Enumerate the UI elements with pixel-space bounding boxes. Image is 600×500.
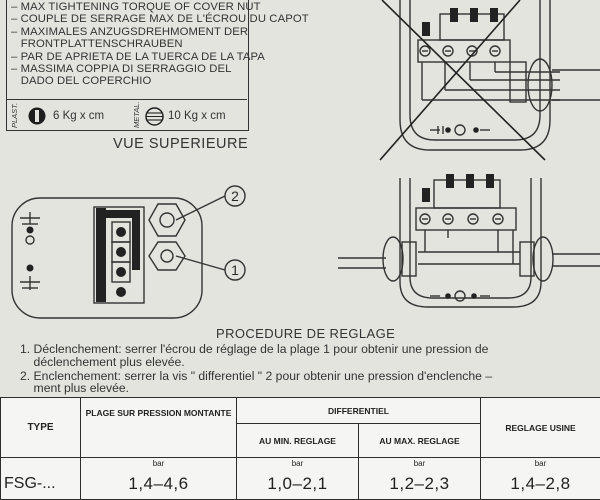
torque-line: – COUPLE DE SERRAGE MAX DE L'ÉCROU DU CA… bbox=[11, 13, 309, 26]
procedure-step: ment plus elevée. bbox=[20, 381, 130, 395]
torque-line: DADO DEL COPERCHIO bbox=[11, 75, 152, 88]
procedure-step: déclenchement plus elevée. bbox=[20, 355, 185, 369]
torque-spec-text: – MAX TIGHTENING TORQUE OF COVER NUT – C… bbox=[11, 1, 309, 88]
procedure-title: PROCEDURE DE REGLAGE bbox=[216, 326, 396, 341]
unit-label: bar bbox=[357, 457, 482, 470]
metal-torque-value: 10 Kg x cm bbox=[168, 110, 226, 122]
type-unit-cell bbox=[0, 457, 81, 470]
model-cell: FSG-... bbox=[0, 469, 81, 500]
torque-line: – PAR DE APRIETA DE LA TUERCA DE LA TAPA bbox=[11, 50, 265, 63]
type-header: TYPE bbox=[0, 397, 81, 458]
incorrect-wiring-diagram bbox=[379, 0, 600, 161]
min-value: 1,0–2,1 bbox=[236, 469, 359, 500]
differential-header: DIFFERENTIEL bbox=[235, 397, 482, 424]
metal-nut-icon bbox=[145, 107, 164, 126]
max-value: 1,2–2,3 bbox=[357, 469, 482, 500]
torque-line: – MAXIMALES ANZUGSDREHMOMENT DER bbox=[11, 25, 249, 38]
callout-1-label: 1 bbox=[231, 262, 239, 278]
torque-spec-box: – MAX TIGHTENING TORQUE OF COVER NUT – C… bbox=[6, 0, 309, 131]
unit-label: bar bbox=[80, 457, 237, 470]
max-setting-header: AU MAX. REGLAGE bbox=[357, 423, 482, 458]
correct-wiring-diagram bbox=[338, 174, 600, 308]
unit-label: bar bbox=[480, 457, 600, 470]
plastic-tag: PLAST. bbox=[10, 102, 19, 128]
metal-tag: METAL. bbox=[132, 101, 141, 128]
callout-2-label: 2 bbox=[231, 188, 239, 204]
torque-line: – MASSIMA COPPIA DI SERRAGGIO DEL bbox=[11, 63, 232, 76]
plastic-nut-icon bbox=[28, 107, 46, 125]
unit-label: bar bbox=[236, 457, 359, 470]
settings-table: TYPE PLAGE SUR PRESSION MONTANTE DIFFERE… bbox=[0, 397, 600, 500]
procedure-step: 2. Enclenchement: serrer la vis " differ… bbox=[20, 369, 493, 383]
range-value: 1,4–4,6 bbox=[80, 469, 237, 500]
view-caption: VUE SUPERIEURE bbox=[113, 136, 249, 152]
factory-setting-header: REGLAGE USINE bbox=[480, 397, 600, 458]
plastic-torque-value: 6 Kg x cm bbox=[53, 110, 105, 122]
torque-divider bbox=[7, 99, 247, 100]
pressure-switch-top-view bbox=[11, 185, 246, 319]
factory-value: 1,4–2,8 bbox=[480, 469, 600, 500]
procedure-step: 1. Déclenchement: serrer l'écrou de régl… bbox=[20, 342, 489, 356]
range-header: PLAGE SUR PRESSION MONTANTE bbox=[80, 397, 237, 458]
torque-line: FRONTPLATTENSCHRAUBEN bbox=[11, 38, 183, 51]
min-setting-header: AU MIN. REGLAGE bbox=[236, 423, 359, 458]
torque-line: – MAX TIGHTENING TORQUE OF COVER NUT bbox=[11, 1, 261, 13]
